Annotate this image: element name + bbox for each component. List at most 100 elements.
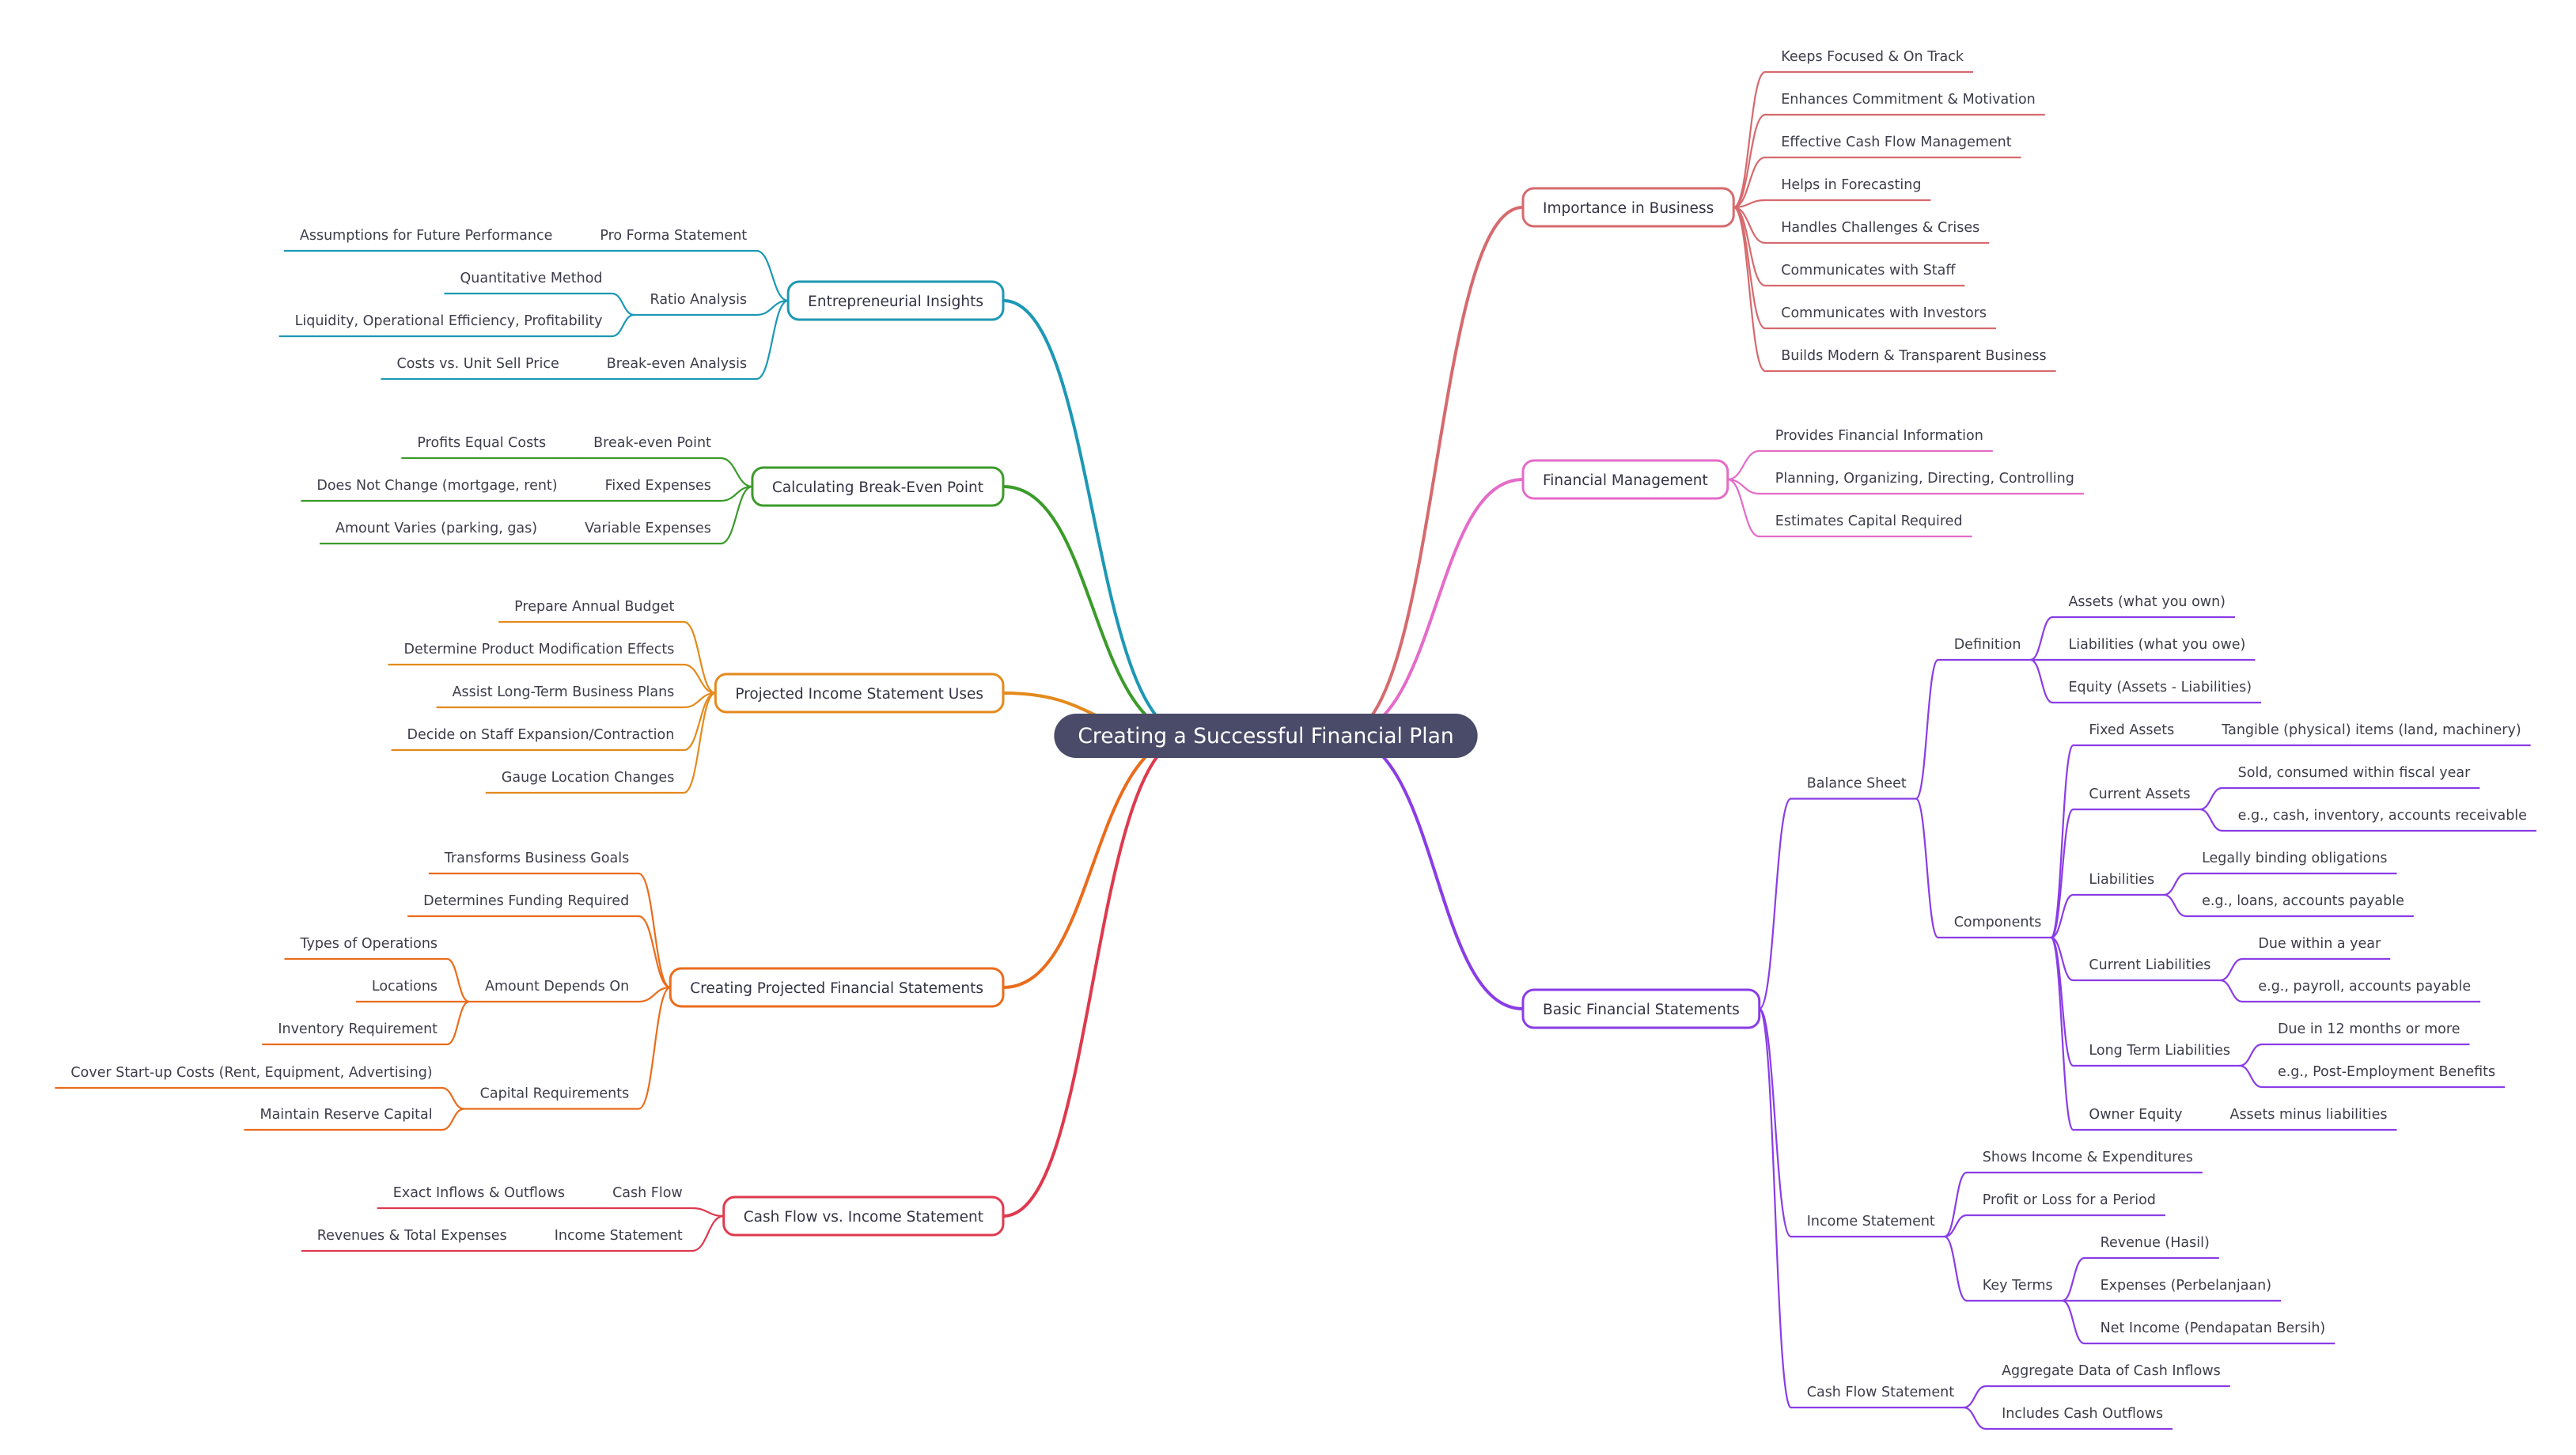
node-liquidity-operational-efficiency-profitability[interactable]: Liquidity, Operational Efficiency, Profi… [295, 313, 603, 329]
node-legally-binding-obligations[interactable]: Legally binding obligations [2202, 851, 2388, 866]
node-variable-expenses[interactable]: Variable Expenses [585, 521, 711, 536]
node-aggregate-data-of-cash-inflows[interactable]: Aggregate Data of Cash Inflows [2002, 1363, 2221, 1379]
node-communicates-with-investors[interactable]: Communicates with Investors [1781, 305, 1987, 321]
branch-connector [1002, 734, 1192, 1218]
node-assets-what-you-own[interactable]: Assets (what you own) [2068, 594, 2226, 610]
node-e-g-payroll-accounts-payable[interactable]: e.g., payroll, accounts payable [2258, 979, 2471, 995]
node-break-even-point[interactable]: Break-even Point [593, 435, 711, 451]
branch-connector [1002, 485, 1192, 737]
node-gauge-location-changes[interactable]: Gauge Location Changes [502, 770, 675, 786]
node-profits-equal-costs[interactable]: Profits Equal Costs [417, 435, 546, 451]
node-shows-income-expenditures[interactable]: Shows Income & Expenditures [1983, 1150, 2193, 1165]
mind-map-nodes: Creating a Successful Financial PlanImpo… [70, 49, 2527, 1422]
node-amount-depends-on[interactable]: Amount Depends On [485, 979, 629, 995]
node-estimates-capital-required[interactable]: Estimates Capital Required [1775, 513, 1963, 529]
branch-node-importance-in-business[interactable] [1521, 187, 1735, 228]
node-enhances-commitment-motivation[interactable]: Enhances Commitment & Motivation [1781, 92, 2036, 108]
branch-label: Calculating Break-Even Point [772, 479, 983, 496]
node-decide-on-staff-expansion-contraction[interactable]: Decide on Staff Expansion/Contraction [407, 727, 675, 743]
node-profit-or-loss-for-a-period[interactable]: Profit or Loss for a Period [1983, 1192, 2156, 1208]
connector-line [1962, 1385, 1987, 1409]
node-liabilities-what-you-owe[interactable]: Liabilities (what you owe) [2068, 637, 2245, 653]
node-e-g-post-employment-benefits[interactable]: e.g., Post-Employment Benefits [2278, 1064, 2495, 1080]
node-cover-start-up-costs-rent-equipment-advertising[interactable]: Cover Start-up Costs (Rent, Equipment, A… [70, 1065, 432, 1081]
connector-line [2061, 1256, 2085, 1302]
node-ratio-analysis[interactable]: Ratio Analysis [650, 292, 748, 308]
connector-line [1758, 1007, 1792, 1238]
node-assist-long-term-business-plans[interactable]: Assist Long-Term Business Plans [453, 684, 675, 700]
node-pro-forma-statement[interactable]: Pro Forma Statement [600, 228, 747, 244]
node-includes-cash-outflows[interactable]: Includes Cash Outflows [2002, 1406, 2163, 1422]
node-break-even-analysis[interactable]: Break-even Analysis [607, 356, 747, 372]
branch-connector [1002, 734, 1192, 989]
branch-node-creating-projected-financial-statements[interactable] [669, 967, 1005, 1008]
connector-line [1943, 1171, 1968, 1238]
node-cash-flow-statement[interactable]: Cash Flow Statement [1807, 1385, 1954, 1400]
connector-line [2050, 744, 2074, 939]
node-communicates-with-staff[interactable]: Communicates with Staff [1781, 263, 1956, 278]
node-liabilities[interactable]: Liabilities [2089, 872, 2154, 888]
node-current-liabilities[interactable]: Current Liabilities [2089, 957, 2210, 973]
node-assets-minus-liabilities[interactable]: Assets minus liabilities [2229, 1107, 2387, 1123]
node-handles-challenges-crises[interactable]: Handles Challenges & Crises [1781, 220, 1979, 236]
node-costs-vs-unit-sell-price[interactable]: Costs vs. Unit Sell Price [397, 356, 559, 372]
node-long-term-liabilities[interactable]: Long Term Liabilities [2089, 1043, 2230, 1059]
node-helps-in-forecasting[interactable]: Helps in Forecasting [1781, 177, 1921, 193]
node-quantitative-method[interactable]: Quantitative Method [460, 271, 603, 286]
node-due-within-a-year[interactable]: Due within a year [2258, 936, 2381, 952]
node-determine-product-modification-effects[interactable]: Determine Product Modification Effects [404, 642, 675, 657]
node-components[interactable]: Components [1954, 915, 2042, 930]
node-expenses-perbelanjaan[interactable]: Expenses (Perbelanjaan) [2101, 1278, 2271, 1294]
node-locations[interactable]: Locations [372, 979, 438, 995]
connector-line [611, 313, 635, 338]
connector-line [1733, 113, 1767, 209]
node-maintain-reserve-capital[interactable]: Maintain Reserve Capital [259, 1107, 432, 1123]
connector-line [445, 957, 471, 1003]
node-income-statement[interactable]: Income Statement [1807, 1214, 1935, 1230]
node-revenues-total-expenses[interactable]: Revenues & Total Expenses [317, 1228, 507, 1244]
branch-node-financial-management[interactable] [1521, 459, 1729, 500]
node-income-statement[interactable]: Income Statement [555, 1228, 683, 1244]
node-due-in-12-months-or-more[interactable]: Due in 12 months or more [2278, 1021, 2460, 1037]
node-definition[interactable]: Definition [1954, 637, 2021, 653]
node-effective-cash-flow-management[interactable]: Effective Cash Flow Management [1781, 135, 2012, 150]
node-current-assets[interactable]: Current Assets [2089, 786, 2190, 802]
node-tangible-physical-items-land-machinery[interactable]: Tangible (physical) items (land, machine… [2221, 722, 2521, 738]
node-prepare-annual-budget[interactable]: Prepare Annual Budget [514, 599, 674, 615]
connector-line [2199, 786, 2223, 811]
connector-line [2050, 893, 2074, 939]
root-node[interactable] [1054, 714, 1478, 758]
node-exact-inflows-outflows[interactable]: Exact Inflows & Outflows [393, 1185, 565, 1201]
node-builds-modern-transparent-business[interactable]: Builds Modern & Transparent Business [1781, 348, 2046, 364]
node-sold-consumed-within-fiscal-year[interactable]: Sold, consumed within fiscal year [2238, 765, 2471, 781]
node-revenue-hasil[interactable]: Revenue (Hasil) [2101, 1235, 2210, 1251]
branch-node-entrepreneurial-insights[interactable] [786, 280, 1005, 321]
node-cash-flow[interactable]: Cash Flow [612, 1185, 683, 1201]
node-owner-equity[interactable]: Owner Equity [2089, 1107, 2182, 1123]
node-types-of-operations[interactable]: Types of Operations [300, 936, 438, 952]
branch-node-projected-income-statement-uses[interactable] [714, 673, 1005, 714]
branch-node-basic-financial-statements[interactable] [1521, 988, 1761, 1029]
node-fixed-expenses[interactable]: Fixed Expenses [605, 478, 711, 494]
node-provides-financial-information[interactable]: Provides Financial Information [1775, 428, 1983, 444]
node-e-g-cash-inventory-accounts-receivable[interactable]: e.g., cash, inventory, accounts receivab… [2238, 808, 2527, 824]
node-balance-sheet[interactable]: Balance Sheet [1807, 776, 1907, 792]
node-fixed-assets[interactable]: Fixed Assets [2089, 722, 2174, 738]
node-planning-organizing-directing-controlling[interactable]: Planning, Organizing, Directing, Control… [1775, 471, 2074, 487]
node-assumptions-for-future-performance[interactable]: Assumptions for Future Performance [300, 228, 552, 244]
node-amount-varies-parking-gas[interactable]: Amount Varies (parking, gas) [335, 521, 537, 536]
node-equity-assets-liabilities[interactable]: Equity (Assets - Liabilities) [2068, 680, 2252, 695]
node-key-terms[interactable]: Key Terms [1983, 1278, 2053, 1294]
node-determines-funding-required[interactable]: Determines Funding Required [423, 893, 629, 909]
branch-node-cash-flow-vs-income-statement[interactable] [722, 1195, 1005, 1237]
node-inventory-requirement[interactable]: Inventory Requirement [278, 1021, 438, 1037]
node-transforms-business-goals[interactable]: Transforms Business Goals [444, 851, 629, 866]
node-does-not-change-mortgage-rent[interactable]: Does Not Change (mortgage, rent) [316, 478, 557, 494]
node-keeps-focused-on-track[interactable]: Keeps Focused & On Track [1781, 49, 1964, 65]
node-capital-requirements[interactable]: Capital Requirements [480, 1086, 630, 1102]
branch-node-calculating-break-even-point[interactable] [751, 466, 1005, 507]
node-net-income-pendapatan-bersih[interactable]: Net Income (Pendapatan Bersih) [2101, 1320, 2326, 1336]
connector-line [441, 1108, 465, 1131]
node-e-g-loans-accounts-payable[interactable]: e.g., loans, accounts payable [2202, 893, 2404, 909]
